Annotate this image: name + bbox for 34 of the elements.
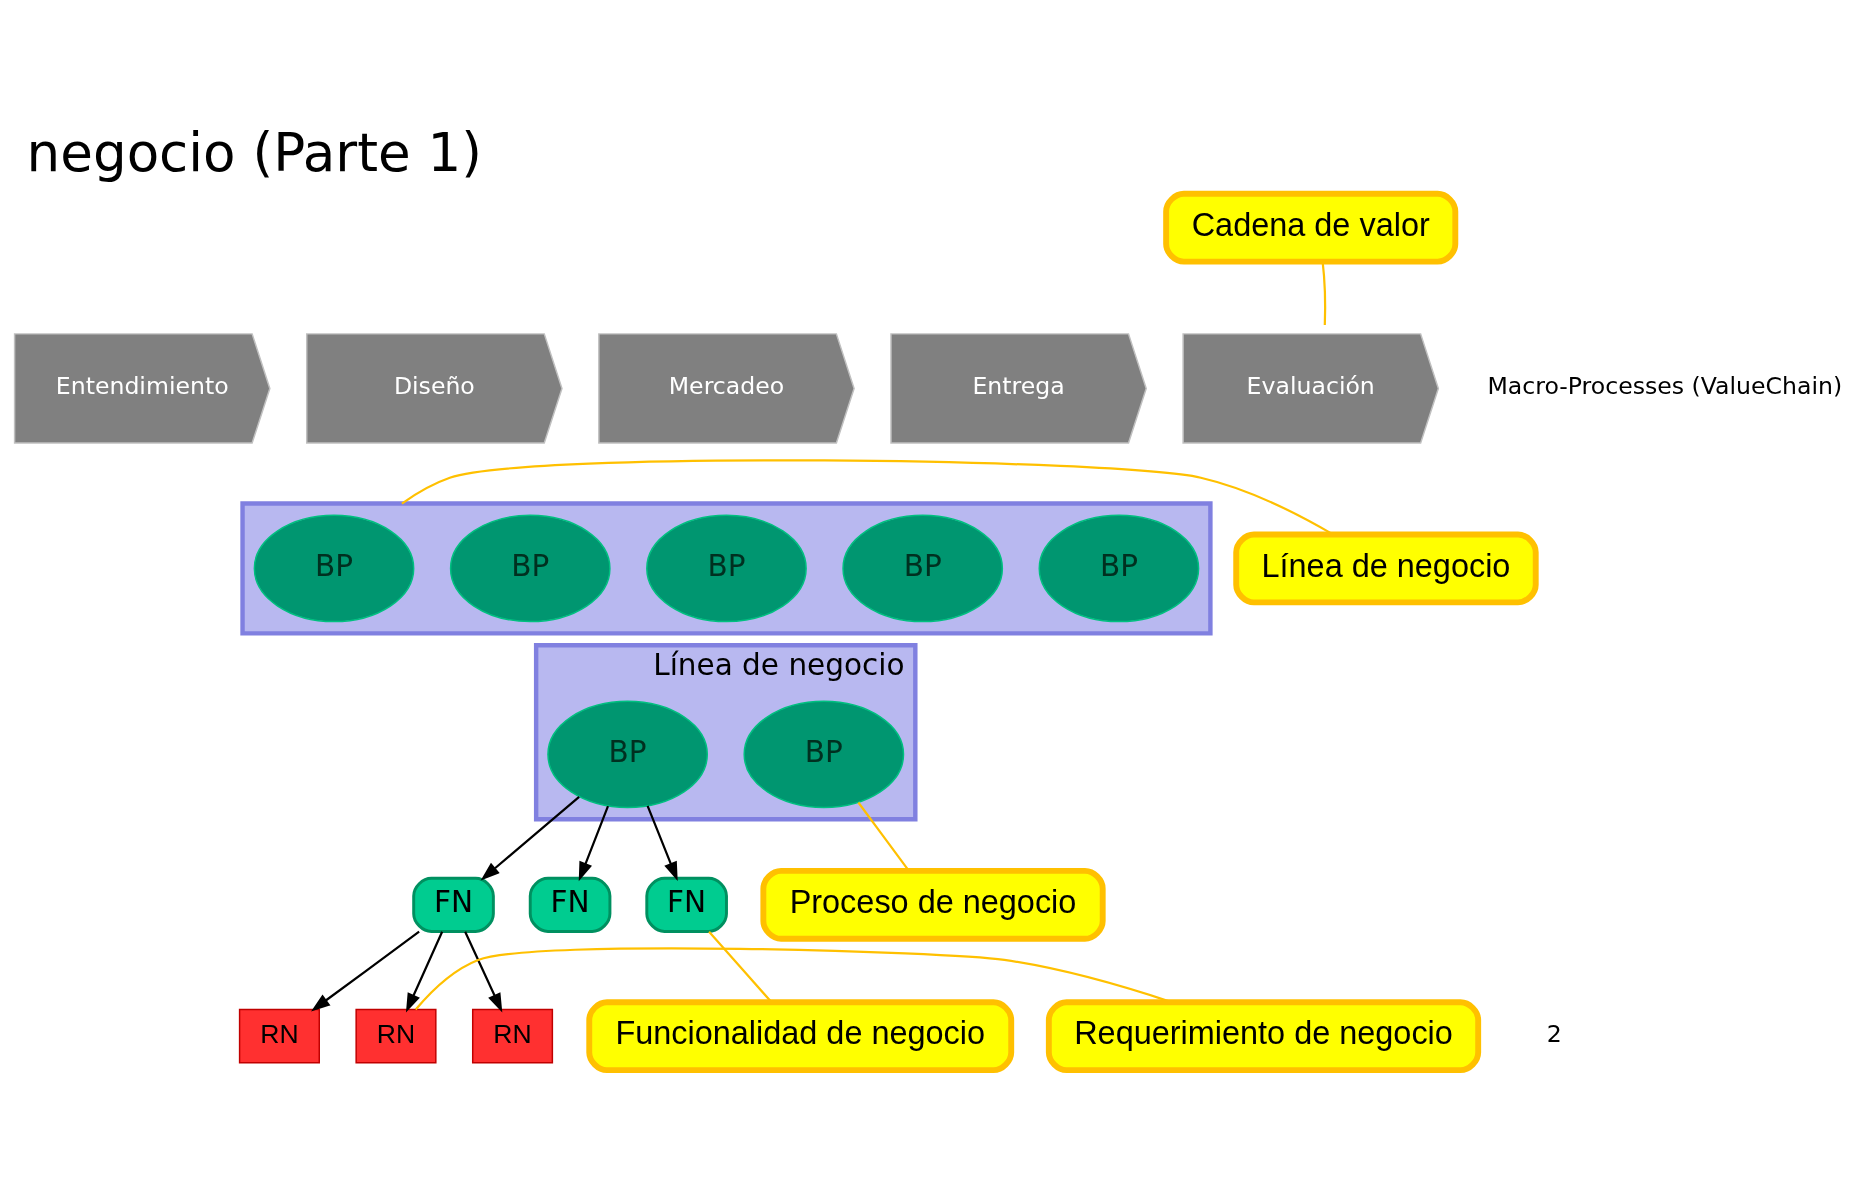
arrow	[646, 804, 678, 881]
node-ellipse: BP	[842, 514, 1004, 622]
node-box: FN	[645, 876, 728, 933]
label: Macro-Processes (ValueChain)	[1487, 371, 1843, 400]
node-ellipse: BP	[743, 700, 905, 808]
node-ellipse: BP	[449, 514, 611, 622]
node-ellipse: BP	[547, 700, 709, 808]
cluster	[533, 642, 918, 821]
node-label: Línea de negocio	[653, 647, 905, 682]
node-box: RN	[355, 1008, 437, 1063]
node-box: Línea de negocio	[1233, 531, 1539, 605]
node-box: FN	[412, 876, 495, 933]
arrow	[311, 930, 420, 1011]
cluster	[240, 500, 1213, 636]
node-box: Cadena de valor	[1163, 190, 1459, 265]
connector	[401, 458, 1334, 535]
node-box: Requerimiento de negocio	[1045, 998, 1482, 1073]
arrow	[578, 805, 609, 881]
node-box: RN	[238, 1008, 320, 1063]
connector	[1321, 261, 1327, 325]
arrow	[405, 930, 444, 1012]
node-box: Funcionalidad de negocio	[586, 998, 1015, 1073]
node-ellipse: BP	[646, 514, 807, 622]
connector	[857, 801, 910, 871]
label: 2	[1546, 1019, 1562, 1048]
node-box: FN	[528, 876, 612, 933]
node-box: Proceso de negocio	[760, 867, 1106, 942]
node-box: RN	[471, 1008, 554, 1063]
arrow	[464, 930, 503, 1012]
node-ellipse: BP	[1038, 514, 1200, 622]
diagram-title: negocio (Parte 1)	[26, 121, 483, 184]
connector	[708, 930, 773, 1003]
node-ellipse: BP	[253, 514, 415, 622]
arrow	[480, 795, 580, 880]
